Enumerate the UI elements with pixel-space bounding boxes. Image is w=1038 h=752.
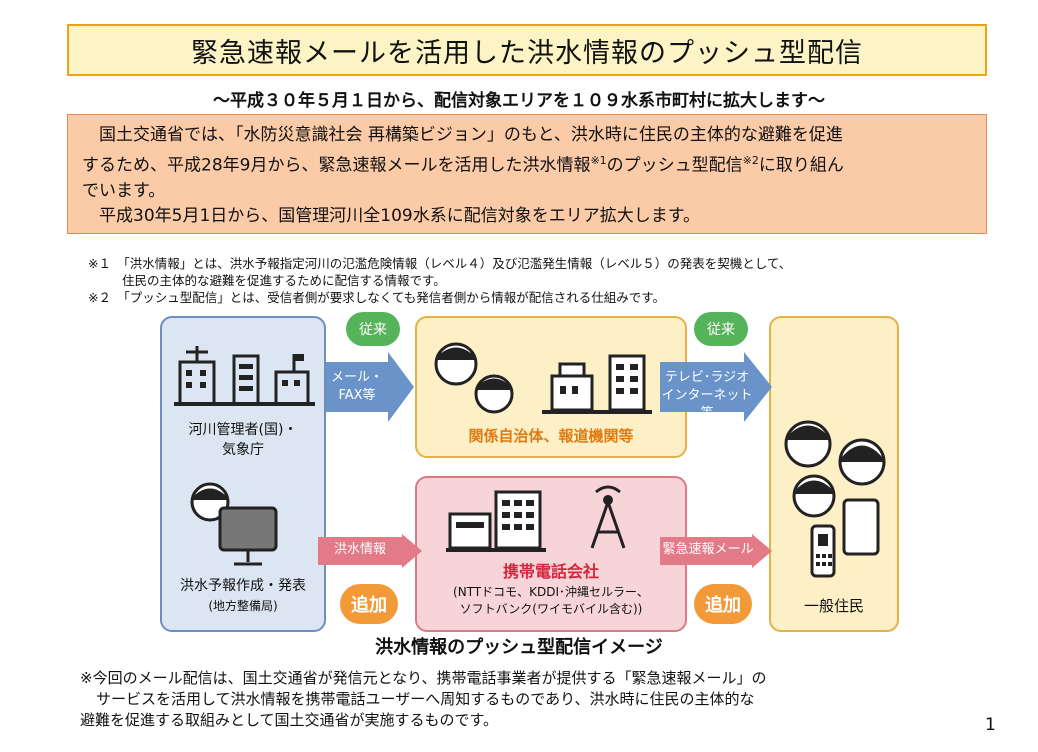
tv-radio-label-line-1: テレビ･ラジオ [664,370,750,385]
carriers-detail-line-2: ソフトバンク(ワイモバイル含む)) [459,602,643,616]
flood-info-label: 洪水情報 [333,542,386,557]
intro-line-2a: するため、平成28年9月から、緊急速報メールを活用した洪水情報 [82,155,591,176]
intro-line-2b: のプッシュ型配信 [606,155,743,176]
page-title: 緊急速報メールを活用した洪水情報のプッシュ型配信 [67,24,987,76]
footnote-ref-2: ※2 [742,154,759,167]
emergency-mail-label: 緊急速報メール [662,542,754,557]
note-2: ※２ 「プッシュ型配信」とは、受信者側が要求しなくても発信者側から情報が配信され… [88,290,665,305]
footer-line-1: ※今回のメール配信は、国土交通省が発信元となり、携帯電話事業者が提供する「緊急速… [80,669,767,687]
footer-note: ※今回のメール配信は、国土交通省が発信元となり、携帯電話事業者が提供する「緊急速… [80,668,960,731]
footer-line-3: 避難を促進する取組みとして国土交通省が実施するものです。 [80,711,499,729]
page-number: 1 [985,715,996,735]
intro-box: 国土交通省では、「水防災意識社会 再構築ビジョン」のもと、洪水時に住民の主体的な… [67,114,987,234]
diagram-caption: 洪水情報のプッシュ型配信イメージ [375,637,663,658]
river-admin-label-line-2: 気象庁 [222,442,264,458]
flood-info-arrow [318,534,422,568]
river-admin-label-line-1: 河川管理者(国)・ [188,422,298,438]
flood-forecast-label: 洪水予報作成・発表 [180,578,306,594]
panel-carriers [415,476,687,632]
conventional-badge-1: 従来 [346,312,400,346]
tv-radio-label: テレビ･ラジオ インターネット等 [660,369,754,423]
carriers-label: 携帯電話会社 [502,562,599,581]
intro-line-2: するため、平成28年9月から、緊急速報メールを活用した洪水情報※1のプッシュ型配… [82,148,972,179]
carriers-detail-line-1: (NTTドコモ、KDDI･沖縄セルラー、 [453,585,649,599]
footnote-ref-1: ※1 [590,154,607,167]
intro-line-3: でいます。 [82,180,166,201]
conventional-badge-2: 従来 [694,312,748,346]
mail-fax-label-line-2: FAX等 [338,388,376,403]
added-badge-2: 追加 [694,584,752,624]
mail-fax-label-line-1: メール・ [330,370,383,385]
local-gov-media-label: 関係自治体、報道機関等 [468,427,634,445]
government-buildings-icon [174,346,315,406]
intro-line-4: 平成30年5月1日から、国管理河川全109水系に配信対象をエリア拡大します。 [99,205,701,226]
mail-fax-label: メール・ FAX等 [326,369,388,405]
river-admin-label: 河川管理者(国)・ 気象庁 [160,420,326,460]
tv-radio-label-line-2: インターネット等 [661,388,753,421]
note-1-line-1: ※１ 「洪水情報」とは、洪水予報指定河川の氾濫危険情報（レベル４）及び氾濫発生情… [88,256,792,271]
residents-label: 一般住民 [803,597,864,615]
intro-line-1: 国土交通省では、「水防災意識社会 再構築ビジョン」のもと、洪水時に住民の主体的な… [99,125,843,145]
added-badge-1: 追加 [340,584,398,624]
footnotes: ※１ 「洪水情報」とは、洪水予報指定河川の氾濫危険情報（レベル４）及び氾濫発生情… [88,255,1018,306]
forecaster-computer-icon [190,482,278,566]
intro-line-2c: に取り組ん [758,155,844,176]
mail-fax-arrow [326,352,414,422]
regional-bureau-label: (地方整備局) [208,599,278,613]
emergency-mail-arrow [660,534,772,568]
footer-line-2: サービスを活用して洪水情報を携帯電話ユーザーへ周知するものであり、洪水時に住民の… [96,690,755,708]
carrier-building-antenna-icon [446,485,626,552]
residents-phones-icon [784,420,886,578]
officials-media-icon [434,342,652,414]
page-subtitle: ～平成３０年５月１日から、配信対象エリアを１０９水系市町村に拡大します～ [213,91,825,111]
note-1-line-2: 住民の主体的な避難を促進するために配信する情報です。 [122,273,446,288]
page-title-text: 緊急速報メールを活用した洪水情報のプッシュ型配信 [191,37,863,69]
tv-radio-arrow [660,352,772,422]
carriers-detail: (NTTドコモ、KDDI･沖縄セルラー、 ソフトバンク(ワイモバイル含む)) [415,584,687,618]
